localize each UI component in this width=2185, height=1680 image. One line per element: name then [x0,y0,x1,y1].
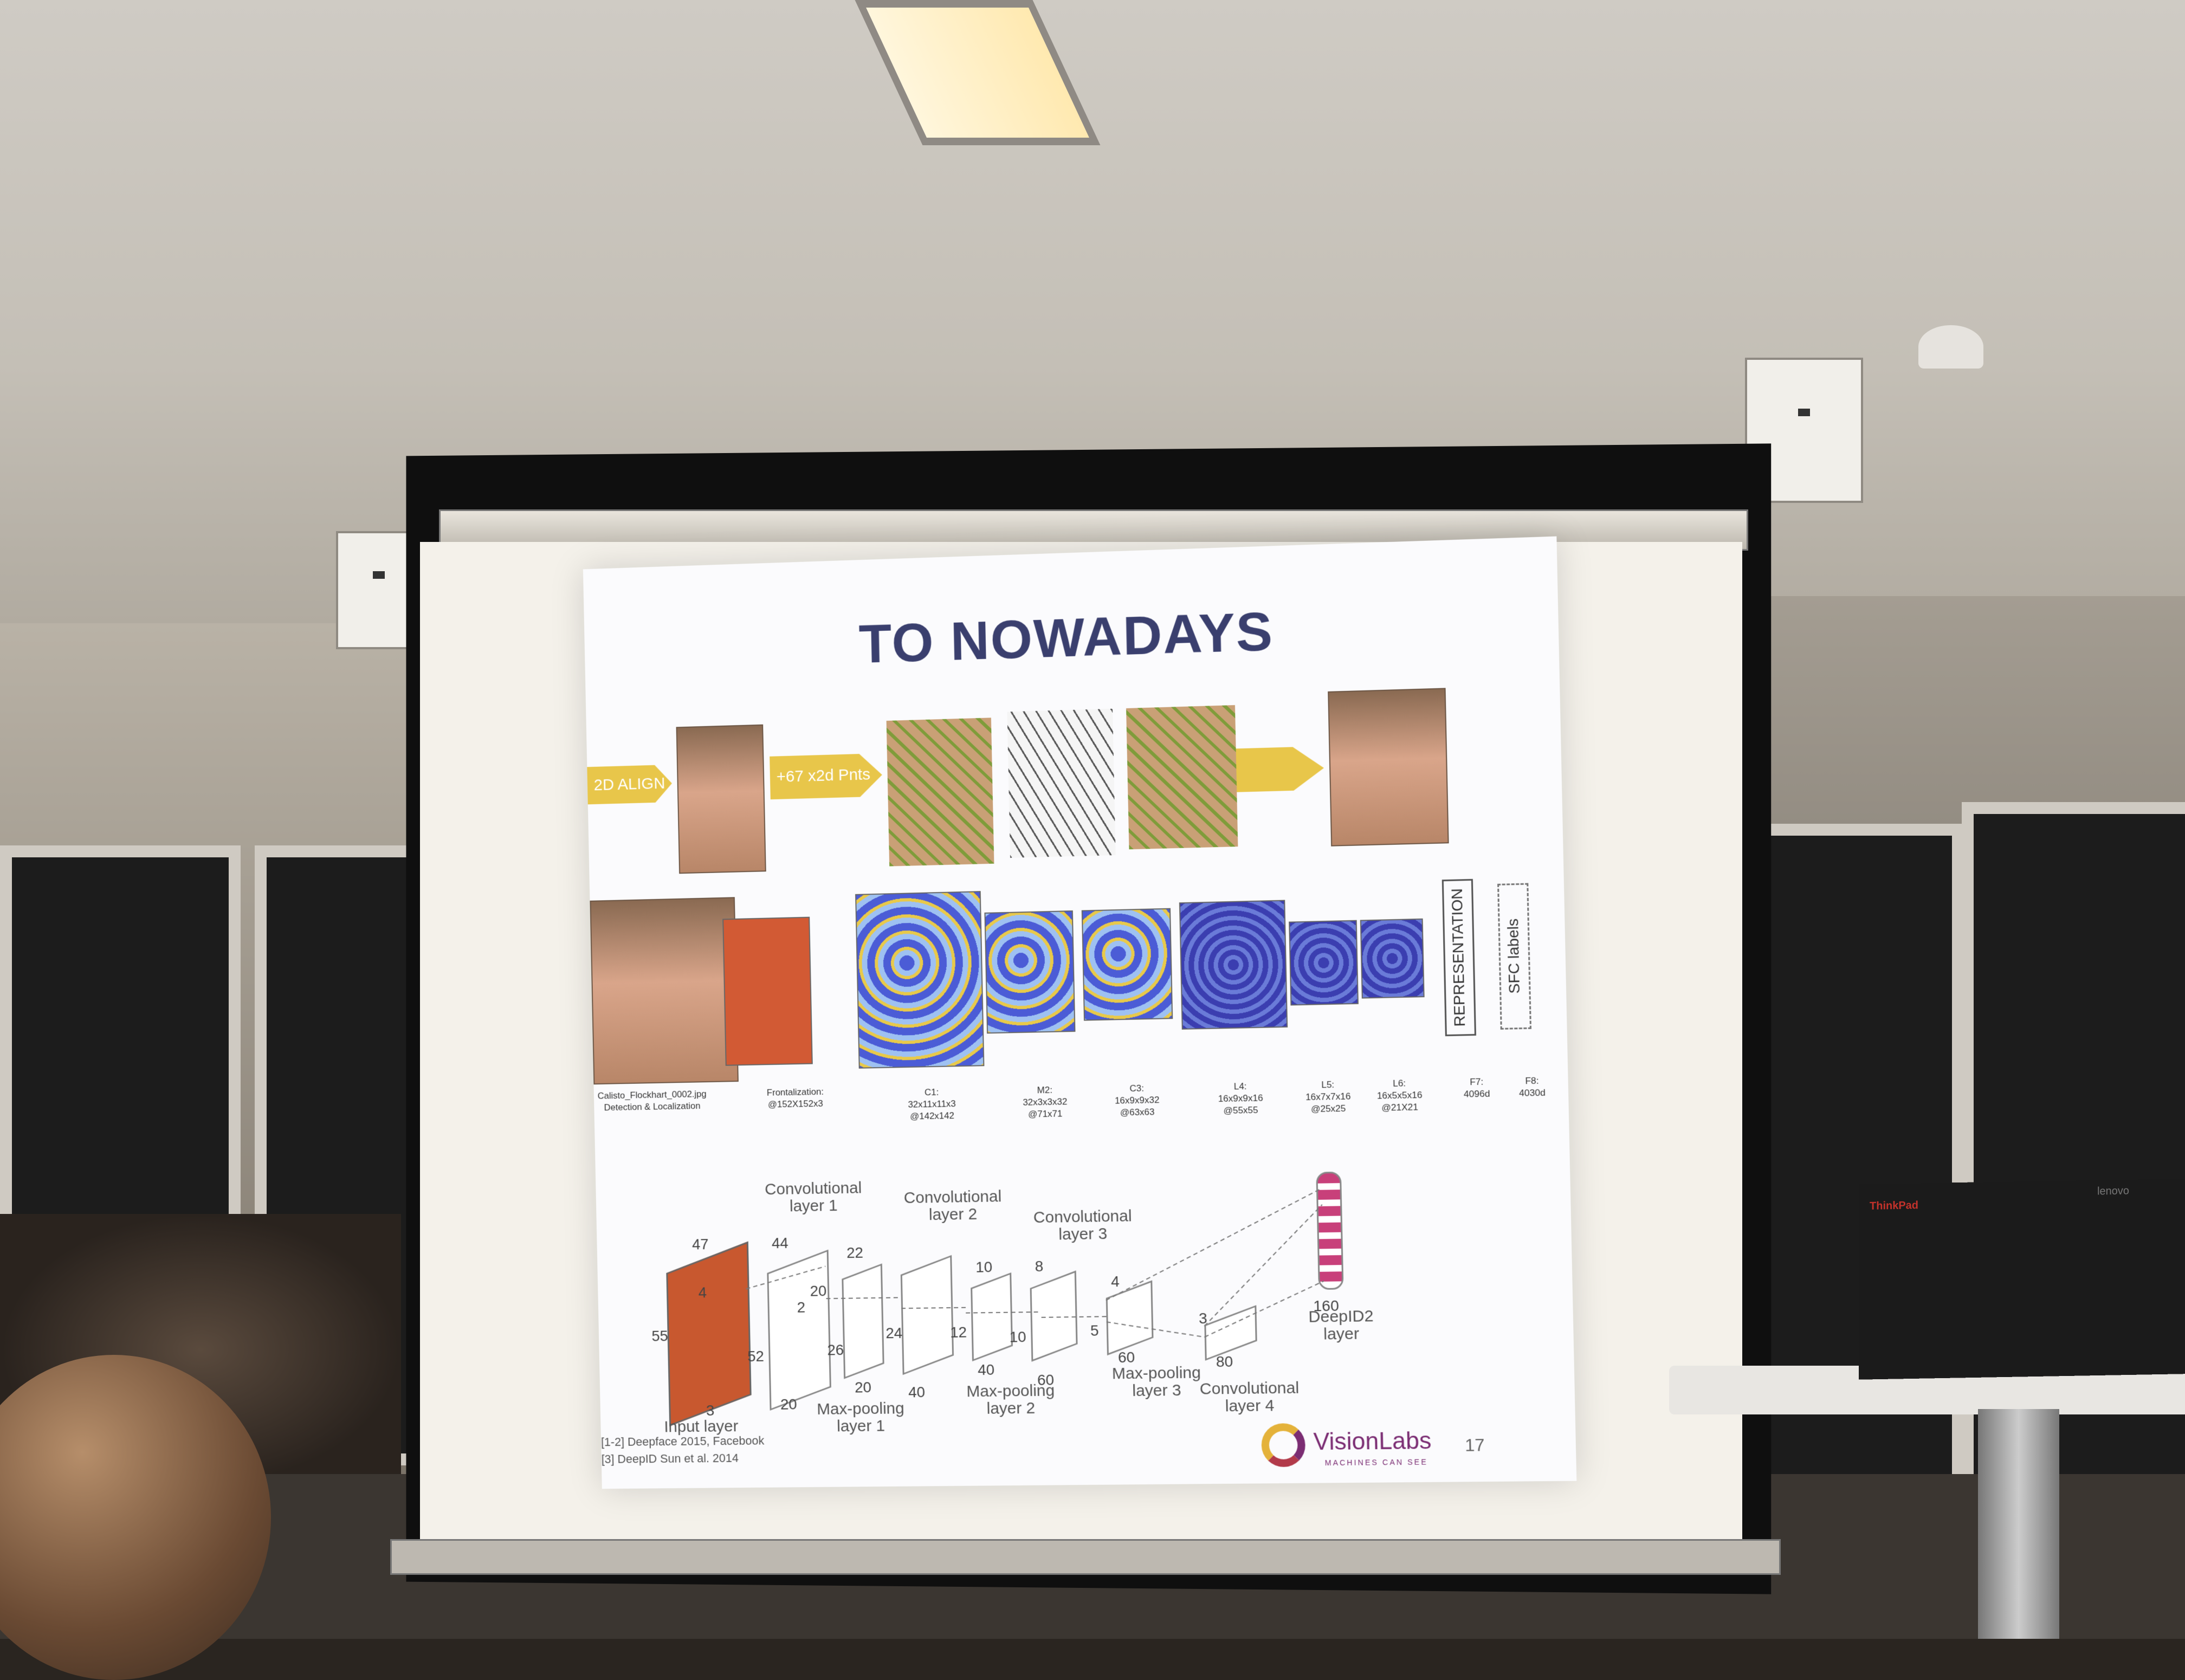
speaker-logo-icon [373,571,385,579]
layer-caption: M2:32x3x3x32@71x71 [1004,1084,1086,1121]
layer-caption-dims: 32x11x11x3 [908,1099,956,1110]
layer-caption-out: @63x63 [1120,1107,1155,1118]
layer-caption-dims: 16x5x5x16 [1376,1089,1423,1101]
layer-caption: L5:16x7x7x16@25x25 [1287,1078,1369,1116]
num-55: 55 [651,1327,669,1345]
presentation-slide: TO NOWADAYS 2D ALIGN +67 x2d Pnts REPRES… [583,536,1577,1489]
sfc-labels-layer: SFC labels [1497,883,1532,1030]
feature-map-c1 [855,891,985,1069]
layer-caption-dims: 16x9x9x16 [1218,1093,1263,1104]
layer-caption-dims: 4030d [1519,1087,1546,1099]
feature-map-c3 [1081,908,1173,1021]
layer-caption-out: @71x71 [1027,1108,1063,1120]
face-3d-mesh-image [1007,708,1116,858]
table-leg [1978,1409,2059,1639]
slide-title: TO NOWADAYS [858,600,1275,675]
num-20-a: 20 [780,1395,797,1413]
frontalized-face [722,916,813,1066]
layer-caption: C1:32x11x11x3@142x142 [891,1086,973,1123]
layer-caption: L6:16x5x5x16@21X21 [1358,1077,1441,1114]
layer-caption-name: F8: [1525,1075,1539,1087]
representation-layer: REPRESENTATION [1441,878,1476,1037]
foreground-head [0,1355,271,1680]
label-input-layer: Input layer [664,1417,739,1436]
layer-caption-dims: 16x9x9x32 [1114,1095,1160,1106]
label-pool1: Max-pooling layer 1 [817,1399,904,1436]
face-photo [676,724,766,874]
laptop-brand: ThinkPad [1870,1199,1919,1212]
laptop-brand-2: lenovo [2097,1185,2129,1198]
feature-map-l4 [1179,900,1288,1030]
layer-caption-name: L6: [1392,1078,1406,1089]
sfc-label: SFC labels [1504,919,1523,994]
layer-caption-out: @21X21 [1381,1102,1419,1113]
face-landmarks-image [886,718,994,867]
screen-bottom-bar [390,1539,1781,1575]
feature-map-m2 [984,910,1076,1034]
page-number: 17 [1464,1435,1485,1455]
layer-caption: F8:4030d [1490,1074,1574,1100]
layer-caption: C3:16x9x9x32@63x63 [1096,1082,1178,1119]
network-connections [664,1171,1370,1397]
layer-caption-name: M2: [1037,1084,1053,1096]
caption-frontalization: Frontalization: @152X152x3 [766,1086,824,1110]
frontalize-arrow [1236,746,1324,792]
layer-caption-out: @55x55 [1223,1104,1258,1116]
reference-2: [3] DeepID Sun et al. 2014 [601,1451,739,1466]
points-arrow-label: +67 x2d Pnts [776,765,871,786]
layer-caption-out: @25x25 [1310,1103,1346,1115]
visionlabs-logo-icon [1260,1423,1306,1468]
representation-label: REPRESENTATION [1448,888,1469,1027]
caption-input: Calisto_Flockhart_0002.jpg Detection & L… [597,1089,707,1113]
num-3: 3 [706,1402,715,1419]
speaker-logo-icon [1798,409,1810,416]
layer-caption-name: L5: [1321,1079,1335,1090]
layer-caption: L4:16x9x9x16@55x55 [1199,1080,1282,1117]
align-arrow-label: 2D ALIGN [593,774,665,794]
layer-caption-name: C3: [1129,1083,1145,1094]
reference-1: [1-2] Deepface 2015, Facebook [600,1433,765,1449]
layer-caption-dims: 16x7x7x16 [1305,1091,1351,1103]
layer-caption-out: @142x142 [910,1110,955,1122]
logo-tagline: MACHINES CAN SEE [1324,1457,1428,1468]
feature-map-l6 [1360,918,1425,999]
feature-map-l5 [1289,920,1359,1006]
smoke-detector-icon [1918,325,1983,369]
layer-caption-name: C1: [924,1087,939,1098]
face-projected-image [1126,705,1238,850]
layer-caption-name: L4: [1233,1081,1247,1092]
input-face-photo [590,897,739,1085]
laptop: ThinkPad lenovo [1859,1178,2185,1380]
points-arrow: +67 x2d Pnts [770,753,882,799]
align-arrow: 2D ALIGN [587,765,672,804]
frontal-face-photo [1328,688,1449,847]
logo-text: VisionLabs [1313,1427,1432,1456]
layer-caption-dims: 32x3x3x32 [1023,1096,1068,1108]
